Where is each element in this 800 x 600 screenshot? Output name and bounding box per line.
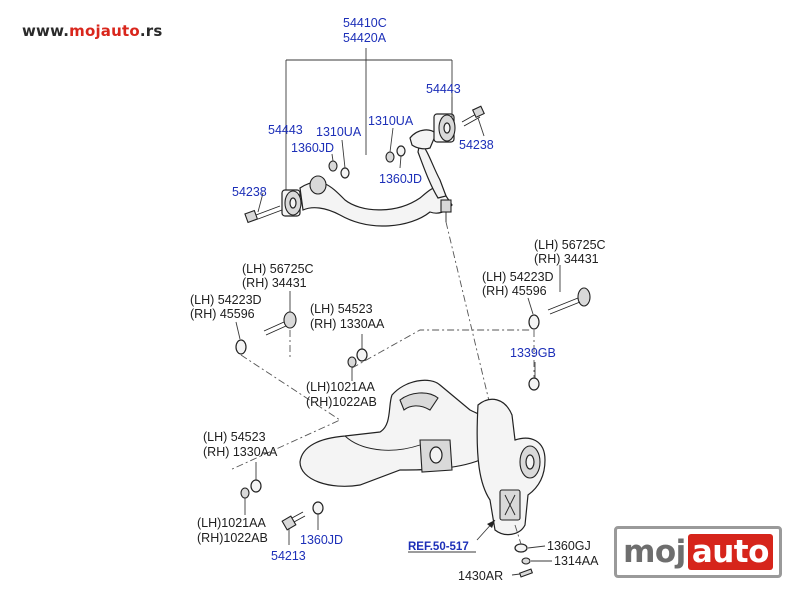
mid-washers [347,334,368,381]
cam-bolt-right [527,265,591,391]
bushing-left [281,189,302,217]
label-1339gb: 1339GB [510,346,556,360]
bushing-right [433,113,456,143]
label-1022ab-mid: (RH)1022AB [306,395,377,409]
steering-knuckle [476,398,546,536]
label-1310ua-right: 1310UA [368,114,414,128]
lower-right-parts [511,524,552,578]
upper-control-arm [299,129,453,227]
upper-leaders [257,97,485,213]
label-1360jd-left: 1360JD [291,141,334,155]
site-url-prefix: www. [22,22,70,40]
site-url[interactable]: www.mojauto.rs [22,22,163,40]
part-labels: 54410C 54420A 54443 54443 54238 54238 13… [190,16,606,583]
label-54213: 54213 [271,549,306,563]
label-54238-right: 54238 [459,138,494,152]
label-1330aa-low: (RH) 1330AA [203,445,278,459]
label-56725c-left: (LH) 56725C [242,262,314,276]
ref-arrow [476,519,496,541]
label-45596-right: (RH) 45596 [482,284,547,298]
label-1430ar: 1430AR [458,569,503,583]
label-1360gj: 1360GJ [547,539,591,553]
label-1360jd-right: 1360JD [379,172,422,186]
bolt-left [244,205,283,224]
label-1022ab-low: (RH)1022AB [197,531,268,545]
site-url-suffix: .rs [139,22,163,40]
lower-washers [240,462,324,545]
label-54223d-right: (LH) 54223D [482,270,554,284]
label-54410c: 54410C [343,16,387,30]
label-54443-right: 54443 [426,82,461,96]
upper-nuts [328,145,406,179]
bolt-right [461,105,485,127]
label-1021aa-mid: (LH)1021AA [306,380,375,394]
label-1360jd-low: 1360JD [300,533,343,547]
label-45596-left: (RH) 45596 [190,307,255,321]
label-1021aa-low: (LH)1021AA [197,516,266,530]
label-54223d-left: (LH) 54223D [190,293,262,307]
label-56725c-right: (LH) 56725C [534,238,606,252]
label-34431-left: (RH) 34431 [242,276,307,290]
label-54523-mid: (LH) 54523 [310,302,373,316]
label-54443-left: 54443 [268,123,303,137]
label-54238-left: 54238 [232,185,267,199]
lower-control-arm [299,379,501,487]
label-54420a: 54420A [343,31,387,45]
ball-joint-axis [445,221,491,406]
cam-bolt-left [235,291,297,355]
site-url-brand: mojauto [69,22,140,40]
label-54523-low: (LH) 54523 [203,430,266,444]
label-ref-50-517[interactable]: REF.50-517 [408,541,469,553]
label-1314aa: 1314AA [554,554,599,568]
label-1310ua-left: 1310UA [316,125,362,139]
assembly-dashes [229,329,530,471]
label-1330aa-mid: (RH) 1330AA [310,317,385,331]
label-34431-right: (RH) 34431 [534,252,599,266]
logo-part-auto: auto [687,534,773,570]
logo-part-moj: moj [623,534,686,570]
